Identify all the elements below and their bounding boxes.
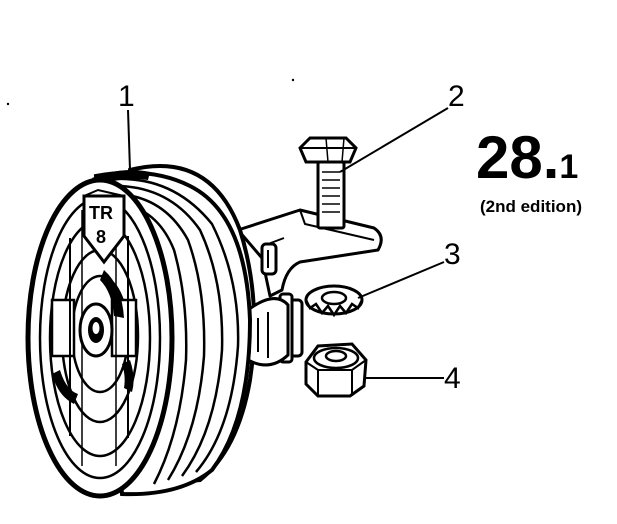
leader-lines: [127, 107, 449, 379]
callout-3: 3: [444, 238, 461, 271]
callout-1: 1: [118, 80, 135, 113]
callout-4: 4: [444, 362, 461, 395]
bolt: [298, 136, 358, 230]
lock-washer: [304, 284, 364, 318]
horn-front-face: [25, 177, 175, 499]
hex-nut: [304, 342, 368, 398]
leader-line-2: [339, 107, 449, 173]
figure-number: 28.1: [476, 124, 578, 191]
scan-speck: [6, 102, 10, 106]
emblem-text-line1: TR: [89, 203, 113, 223]
figure-number-sub: 1: [559, 148, 578, 186]
callout-2: 2: [448, 80, 465, 113]
leader-line-1: [127, 109, 131, 171]
scan-speck: [291, 78, 295, 82]
horn-emblem: TR 8: [82, 188, 126, 265]
leader-line-3: [357, 261, 445, 299]
mounting-bracket: [236, 208, 383, 298]
figure-number-main: 28.: [476, 124, 559, 191]
emblem-text-line2: 8: [96, 227, 106, 247]
edition-label: (2nd edition): [480, 197, 582, 216]
